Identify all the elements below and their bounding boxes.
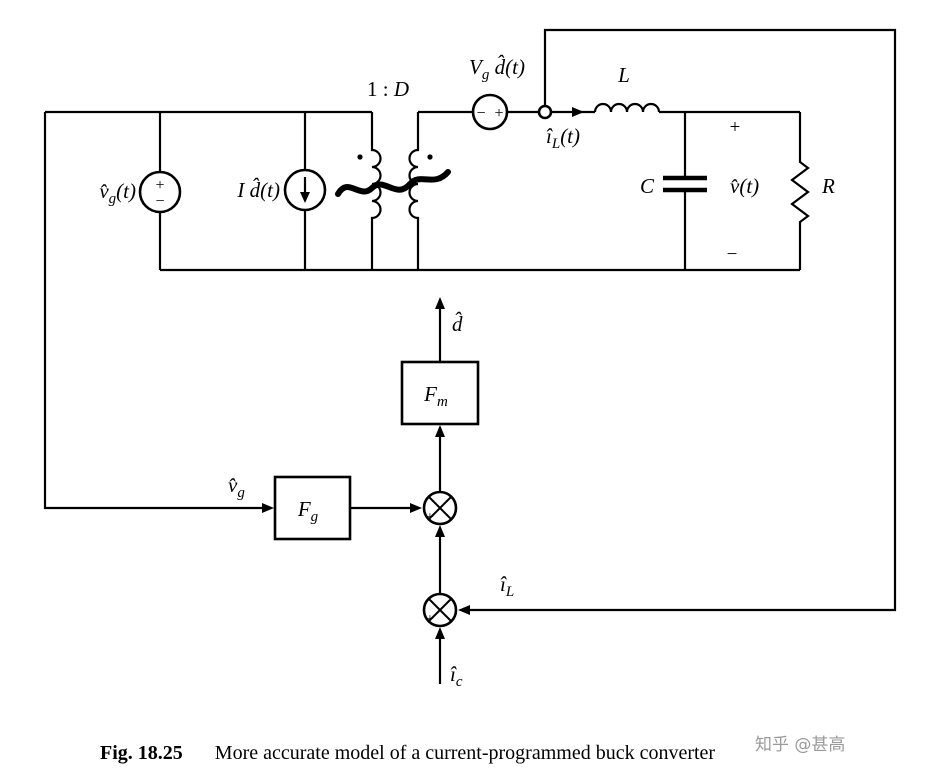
resistor: R bbox=[790, 112, 835, 270]
arrowhead-into-summer2 bbox=[458, 605, 470, 615]
arrowhead-into-fg bbox=[262, 503, 274, 513]
figure-caption-text: More accurate model of a current-program… bbox=[214, 742, 716, 764]
source-vgd: − + Vg d̂(t) bbox=[469, 55, 525, 131]
vgd-source-circle bbox=[471, 93, 509, 131]
v-out-label: v̂(t) bbox=[730, 174, 759, 198]
node-il-tap bbox=[537, 104, 553, 120]
transformer-primary-winding bbox=[370, 112, 382, 270]
resistor-label: R bbox=[821, 174, 835, 198]
block-fg: Fg bbox=[273, 475, 422, 541]
transformer-dot-secondary bbox=[427, 154, 433, 160]
current-source-arrow bbox=[300, 192, 310, 203]
summing-junction-1: + bbox=[422, 425, 458, 526]
voltage-source-vg: + − v̂g(t) bbox=[99, 112, 182, 270]
block-fm: Fm d̂ bbox=[400, 297, 480, 426]
summer1-plus-sign: + bbox=[426, 510, 434, 525]
vgd-source-label: Vg d̂(t) bbox=[469, 55, 525, 83]
sense-wire-vg: v̂g bbox=[43, 112, 274, 513]
vgd-minus-sign: − bbox=[476, 105, 485, 122]
capacitor-label: C bbox=[640, 174, 655, 198]
watermark: 知乎 @甚高 bbox=[755, 735, 846, 755]
vgd-plus-sign: + bbox=[494, 105, 503, 122]
inductor: L bbox=[593, 63, 661, 113]
vg-hat-label: v̂g bbox=[228, 473, 245, 501]
transformer-dot-primary bbox=[357, 154, 363, 160]
transformer: 1 : D bbox=[335, 77, 451, 270]
summer1-cross bbox=[428, 496, 452, 520]
arrowhead-ic-into-summer2 bbox=[435, 627, 445, 639]
arrowhead-d-hat bbox=[435, 297, 445, 309]
arrowhead-summer2-to-summer1 bbox=[435, 525, 445, 537]
fg-label: Fg bbox=[297, 497, 319, 525]
voltage-source-circle bbox=[138, 170, 182, 214]
v-out-minus-sign: − bbox=[727, 244, 738, 265]
fm-label: Fm bbox=[423, 382, 448, 410]
d-hat-label: d̂ bbox=[452, 312, 463, 336]
feedback-wire-il: îL bbox=[458, 28, 897, 615]
turns-ratio-label: 1 : D bbox=[367, 77, 409, 101]
figure-number: Fig. 18.25 bbox=[100, 742, 183, 764]
summer2-cross bbox=[428, 598, 452, 622]
ic-hat-label: îc bbox=[450, 662, 463, 690]
arrowhead-into-summer1 bbox=[410, 503, 422, 513]
vg-source-label: v̂g(t) bbox=[99, 179, 136, 207]
il-t-label: îL(t) bbox=[546, 124, 580, 152]
summing-junction-2: + bbox=[422, 525, 458, 628]
vg-minus-sign: − bbox=[155, 193, 164, 210]
il-hat-label: îL bbox=[500, 572, 514, 600]
summer2-plus-sign: + bbox=[426, 612, 434, 627]
fg-box bbox=[273, 475, 352, 541]
transformer-secondary-winding bbox=[408, 112, 420, 270]
v-out-plus-sign: + bbox=[730, 117, 741, 138]
id-source-label: I d̂(t) bbox=[236, 178, 280, 202]
il-current-arrow: îL(t) bbox=[546, 107, 584, 152]
vg-plus-sign: + bbox=[155, 177, 164, 194]
arrowhead-into-fm bbox=[435, 425, 445, 437]
capacitor-plates bbox=[663, 175, 707, 193]
capacitor: C v̂(t) + − bbox=[640, 112, 759, 270]
figure-caption: Fig. 18.25 More accurate model of a curre… bbox=[100, 742, 900, 765]
current-source-id: I d̂(t) bbox=[236, 112, 327, 270]
transformer-squiggle bbox=[335, 169, 451, 197]
ic-input: îc bbox=[435, 627, 463, 690]
fm-box bbox=[400, 360, 480, 426]
inductor-label: L bbox=[617, 63, 630, 87]
